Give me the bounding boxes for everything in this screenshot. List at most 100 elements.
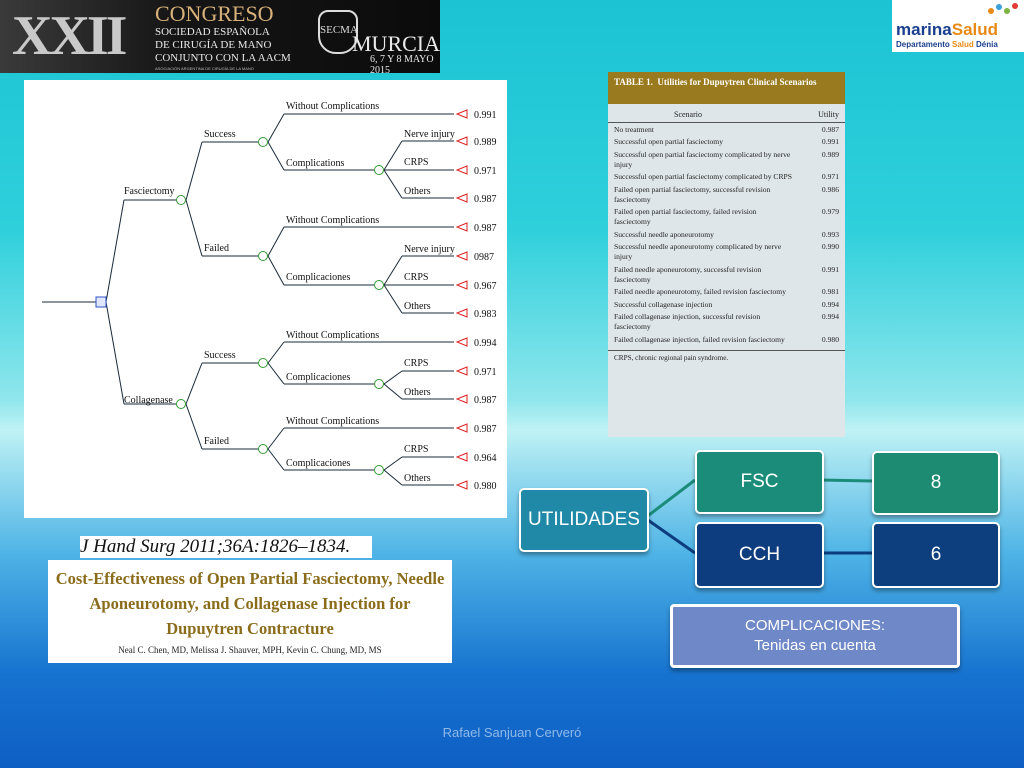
terminal-node-icon xyxy=(455,452,468,462)
label-complicaciones-2: Complicaciones xyxy=(286,272,351,283)
complicaciones-line-1: COMPLICACIONES: xyxy=(744,617,886,634)
congress-city: MURCIA xyxy=(352,31,441,56)
utility-value: 0.991 xyxy=(474,110,497,121)
decision-node-icon xyxy=(95,296,107,308)
label-crps-2: CRPS xyxy=(404,272,428,283)
table-row: Failed needle aponeurotomy, failed revis… xyxy=(608,286,845,299)
congress-line-1: SOCIEDAD ESPAÑOLA xyxy=(155,26,270,38)
label-without-1: Without Complications xyxy=(286,101,379,112)
terminal-node-icon xyxy=(455,308,468,318)
col-utility: Utility xyxy=(818,110,839,119)
scenario-cell: No treatment xyxy=(614,124,654,134)
node-cch-value: 6 xyxy=(872,522,1000,588)
utility-value: 0.980 xyxy=(474,481,497,492)
node-utilidades: UTILIDADES xyxy=(519,488,649,552)
utility-value: 0.987 xyxy=(474,194,497,205)
complicaciones-note: COMPLICACIONES: Tenidas en cuenta xyxy=(670,604,960,668)
utility-cell: 0.990 xyxy=(821,242,839,251)
table-caption-text: Utilities for Dupuytren Clinical Scenari… xyxy=(657,77,817,87)
outcome-failed-f: Failed xyxy=(204,243,229,254)
scenario-cell: Successful needle aponeurotomy xyxy=(614,229,714,239)
label-without-4: Without Complications xyxy=(286,416,379,427)
secma-logo-icon: SECMA xyxy=(318,10,358,54)
article-title-line-2: Aponeurotomy, and Collagenase Injection … xyxy=(89,594,411,613)
scenario-cell: Successful collagenase injection xyxy=(614,299,713,309)
table-row: Failed open partial fasciectomy, success… xyxy=(608,183,845,206)
connector-line xyxy=(819,478,873,483)
label-complications-1: Complications xyxy=(286,158,344,169)
utility-cell: 0.989 xyxy=(821,149,839,159)
scenario-cell: Successful needle aponeurotomy complicat… xyxy=(614,242,782,261)
chance-node-icon xyxy=(374,379,384,389)
utility-cell: 0.991 xyxy=(821,264,839,274)
terminal-node-icon xyxy=(455,337,468,347)
label-crps-1: CRPS xyxy=(404,157,428,168)
chance-node-icon xyxy=(258,251,268,261)
label-others-4: Others xyxy=(404,473,431,484)
congress-banner: XXII CONGRESO SOCIEDAD ESPAÑOLA DE CIRUG… xyxy=(0,0,441,76)
utility-value: 0.967 xyxy=(474,281,497,292)
congress-line-2: DE CIRUGÍA DE MANO xyxy=(155,39,272,51)
chance-node-icon xyxy=(176,399,186,409)
table-row: Successful open partial fasciectomy comp… xyxy=(608,171,845,184)
congress-line-4: ASOCIACIÓN ARGENTINA DE CIRUGÍA DE LA MA… xyxy=(155,66,254,71)
node-fsc-value: 8 xyxy=(872,451,1000,515)
utility-cell: 0.971 xyxy=(821,172,839,181)
table-row: Failed open partial fasciectomy, failed … xyxy=(608,206,845,229)
terminal-node-icon xyxy=(455,394,468,404)
scenario-cell: Successful open partial fasciectomy xyxy=(614,137,724,146)
terminal-node-icon xyxy=(455,423,468,433)
article-citation: Cost-Effectiveness of Open Partial Fasci… xyxy=(48,560,452,663)
table-row: Failed collagenase injection, successful… xyxy=(608,311,845,334)
chance-node-icon xyxy=(374,280,384,290)
table-footnote: CRPS, chronic regional pain syndrome. xyxy=(608,349,845,365)
terminal-node-icon xyxy=(455,251,468,261)
table-row: Successful open partial fasciectomy comp… xyxy=(608,148,845,171)
logo-subtitle: Departamento Salud Dénia xyxy=(896,40,998,49)
terminal-node-icon xyxy=(455,222,468,232)
marinasalud-logo: marinaSalud Departamento Salud Dénia xyxy=(892,0,1024,52)
label-crps-3: CRPS xyxy=(404,358,428,369)
chance-node-icon xyxy=(374,465,384,475)
utility-value: 0.987 xyxy=(474,395,497,406)
terminal-nodes xyxy=(455,109,468,490)
chance-node-icon xyxy=(374,165,384,175)
utility-cell: 0.981 xyxy=(821,287,839,296)
complicaciones-line-2: Tenidas en cuenta xyxy=(754,637,876,654)
table-row: Successful open partial fasciectomy 0.991 xyxy=(608,136,845,149)
terminal-node-icon xyxy=(455,480,468,490)
logo-sub-a: Departamento xyxy=(896,40,953,49)
decision-tree-svg: Fasciectomy Collagenase Success Failed S… xyxy=(42,101,497,492)
table-caption-label: TABLE 1. xyxy=(614,77,653,87)
chance-node-icon xyxy=(258,358,268,368)
label-complicaciones-3: Complicaciones xyxy=(286,372,351,383)
outcome-success-f: Success xyxy=(204,129,236,140)
utility-cell: 0.986 xyxy=(821,184,839,194)
scenario-cell: Failed open partial fasciectomy, success… xyxy=(614,184,771,204)
scenario-cell: Failed collagenase injection, failed rev… xyxy=(614,334,785,344)
terminal-node-icon xyxy=(455,280,468,290)
table-row: Failed needle aponeurotomy, successful r… xyxy=(608,263,845,286)
label-nerve-1: Nerve injury xyxy=(404,129,455,140)
label-crps-4: CRPS xyxy=(404,444,428,455)
utility-value: 0.971 xyxy=(474,166,497,177)
label-complicaciones-4: Complicaciones xyxy=(286,458,351,469)
decision-tree: Fasciectomy Collagenase Success Failed S… xyxy=(24,80,507,518)
congress-society: SOCIEDAD ESPAÑOLA DE CIRUGÍA DE MANO CON… xyxy=(155,26,305,65)
utility-value: 0.964 xyxy=(474,453,497,464)
table-row: Successful needle aponeurotomy complicat… xyxy=(608,241,845,264)
scenario-cell: Failed open partial fasciectomy, failed … xyxy=(614,207,757,226)
tree-lines xyxy=(42,113,454,486)
label-without-2: Without Complications xyxy=(286,215,379,226)
utility-cell: 0.979 xyxy=(821,207,839,216)
logo-name-b: Salud xyxy=(951,20,999,39)
logo-sub-b: Salud xyxy=(952,40,974,49)
table-caption: TABLE 1. Utilities for Dupuytren Clinica… xyxy=(608,72,845,104)
label-others-3: Others xyxy=(404,387,431,398)
connector-line xyxy=(644,478,696,520)
branch-fasciectomy: Fasciectomy xyxy=(124,186,175,197)
chance-node-icon xyxy=(176,195,186,205)
utility-cell: 0.991 xyxy=(821,137,839,146)
